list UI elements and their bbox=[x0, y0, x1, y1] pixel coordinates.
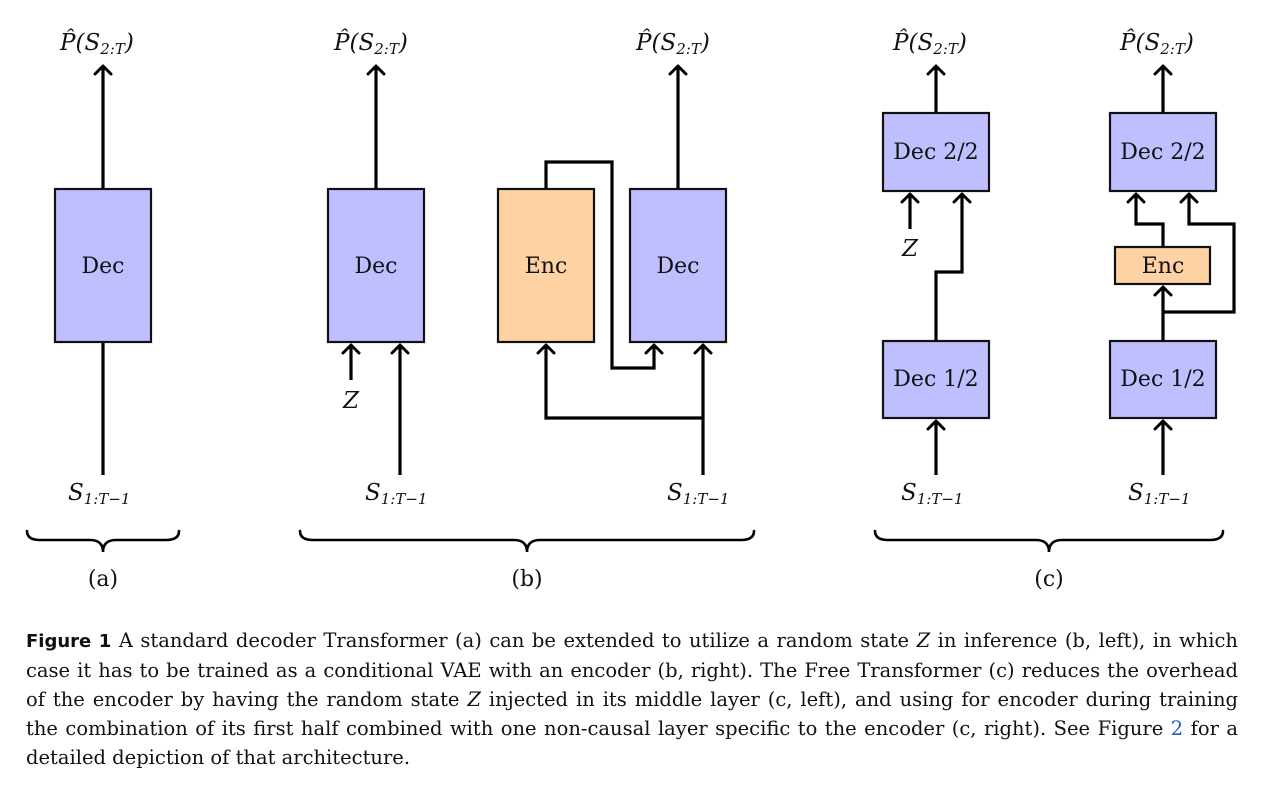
input-label-b-right: S1:T−1 bbox=[667, 480, 729, 508]
arrowhead-encoder-to-decoder-b bbox=[644, 343, 664, 355]
input-label-c-left: S1:T−1 bbox=[901, 480, 963, 508]
encoder-label-b: Enc bbox=[525, 254, 568, 279]
panel-label-c: (c) bbox=[1034, 567, 1064, 592]
input-label-a: S1:T−1 bbox=[68, 480, 130, 508]
decoder-top-label-c-left: Dec 2/2 bbox=[893, 140, 978, 165]
figure-caption: Figure 1 A standard decoder Transformer … bbox=[26, 626, 1238, 772]
wire-encoder-to-decoder-c bbox=[1134, 194, 1165, 247]
arrowhead-decoder-to-encoder-c bbox=[1153, 285, 1173, 297]
svg-text:S1:T−1: S1:T−1 bbox=[68, 480, 130, 508]
wire-encoder-to-decoder-b bbox=[544, 160, 656, 370]
z-label-b: Z bbox=[342, 388, 360, 414]
arrowhead-c-right-output bbox=[1153, 64, 1173, 76]
decoder-bottom-box-c-left bbox=[881, 339, 991, 420]
panel-b-right: Enc Dec bbox=[496, 64, 728, 475]
panel-b-left: Dec Z bbox=[326, 64, 426, 475]
z-label-c: Z bbox=[901, 236, 919, 262]
svg-text:S1:T−1: S1:T−1 bbox=[667, 480, 729, 508]
architecture-diagram: P̂(S2:T) P̂(S2:T) P̂(S2:T) P̂(S2:T) P̂(S… bbox=[25, 30, 1236, 592]
decoder-box-a bbox=[53, 187, 153, 344]
caption-text-3: injected in its middle layer (c, left), … bbox=[26, 688, 1238, 740]
decoder-bottom-label-c-right: Dec 1/2 bbox=[1120, 367, 1205, 392]
arrowhead-encoder-to-decoder-c bbox=[1126, 192, 1146, 204]
arrowhead-c-left-input bbox=[926, 419, 946, 431]
caption-text-2: in inference (b, left), in which case it… bbox=[26, 629, 1238, 711]
caption-text-1: A standard decoder Transformer (a) can b… bbox=[111, 629, 917, 652]
decoder-label-b-left: Dec bbox=[355, 254, 398, 279]
decoder-box-b-right bbox=[628, 187, 728, 344]
arrowhead-c-left-z bbox=[900, 192, 920, 204]
decoder-label-a: Dec bbox=[82, 254, 125, 279]
wire-c-left-middle bbox=[934, 194, 964, 341]
wire-input-to-encoder-b bbox=[544, 345, 703, 420]
brace-a bbox=[25, 529, 181, 553]
arrowhead-bypass-c bbox=[1179, 192, 1199, 204]
output-label-b-left: P̂(S2:T) bbox=[333, 30, 408, 58]
svg-text:P̂(S2:T): P̂(S2:T) bbox=[635, 30, 710, 58]
arrowhead-b-right-output bbox=[668, 64, 688, 76]
svg-text:P̂(S2:T): P̂(S2:T) bbox=[59, 30, 134, 58]
figure-reference-link[interactable]: 2 bbox=[1170, 717, 1184, 740]
arrowhead-c-left-output bbox=[926, 64, 946, 76]
svg-text:S1:T−1: S1:T−1 bbox=[1128, 480, 1190, 508]
decoder-top-box-c-left bbox=[881, 111, 991, 193]
encoder-box-c bbox=[1113, 245, 1212, 286]
decoder-bottom-box-c-right bbox=[1108, 339, 1218, 420]
svg-text:S1:T−1: S1:T−1 bbox=[901, 480, 963, 508]
output-label-b-right: P̂(S2:T) bbox=[635, 30, 710, 58]
wire-bypass-c bbox=[1163, 194, 1236, 314]
caption-var-z-2: Z bbox=[467, 688, 481, 711]
input-label-c-right: S1:T−1 bbox=[1128, 480, 1190, 508]
svg-text:S1:T−1: S1:T−1 bbox=[365, 480, 427, 508]
arrowhead-b-left-z bbox=[341, 343, 361, 355]
arrowhead-c-right-input bbox=[1153, 419, 1173, 431]
panel-c-left: Dec 2/2 Dec 1/2 Z bbox=[881, 64, 991, 475]
caption-var-z-1: Z bbox=[916, 629, 931, 652]
svg-text:P̂(S2:T): P̂(S2:T) bbox=[1119, 30, 1194, 58]
arrowhead-c-left-middle bbox=[952, 192, 972, 204]
arrowhead-b-left-input bbox=[390, 343, 410, 355]
panel-c-right: Dec 2/2 Enc Dec 1/2 bbox=[1108, 64, 1236, 475]
output-label-c-right: P̂(S2:T) bbox=[1119, 30, 1194, 58]
decoder-label-b-right: Dec bbox=[657, 254, 700, 279]
arrowhead-a-output bbox=[93, 64, 113, 76]
output-label-a: P̂(S2:T) bbox=[59, 30, 134, 58]
arrowhead-b-left-output bbox=[366, 64, 386, 76]
encoder-label-c: Enc bbox=[1142, 254, 1185, 279]
caption-text-4: for a detailed depiction of that archite… bbox=[26, 717, 1238, 769]
decoder-top-box-c-right bbox=[1108, 111, 1218, 193]
panel-label-b: (b) bbox=[511, 567, 542, 592]
arrowhead-input-to-encoder-b bbox=[536, 343, 556, 355]
input-label-b-left: S1:T−1 bbox=[365, 480, 427, 508]
output-label-c-left: P̂(S2:T) bbox=[892, 30, 967, 58]
arrowhead-b-right-input bbox=[693, 343, 713, 355]
panel-label-a: (a) bbox=[88, 567, 118, 592]
decoder-bottom-label-c-left: Dec 1/2 bbox=[893, 367, 978, 392]
decoder-top-label-c-right: Dec 2/2 bbox=[1120, 140, 1205, 165]
panel-a: Dec bbox=[53, 64, 153, 475]
brace-c bbox=[873, 529, 1225, 553]
svg-text:P̂(S2:T): P̂(S2:T) bbox=[333, 30, 408, 58]
svg-text:P̂(S2:T): P̂(S2:T) bbox=[892, 30, 967, 58]
brace-b bbox=[298, 529, 756, 553]
figure-label: Figure 1 bbox=[26, 631, 112, 652]
